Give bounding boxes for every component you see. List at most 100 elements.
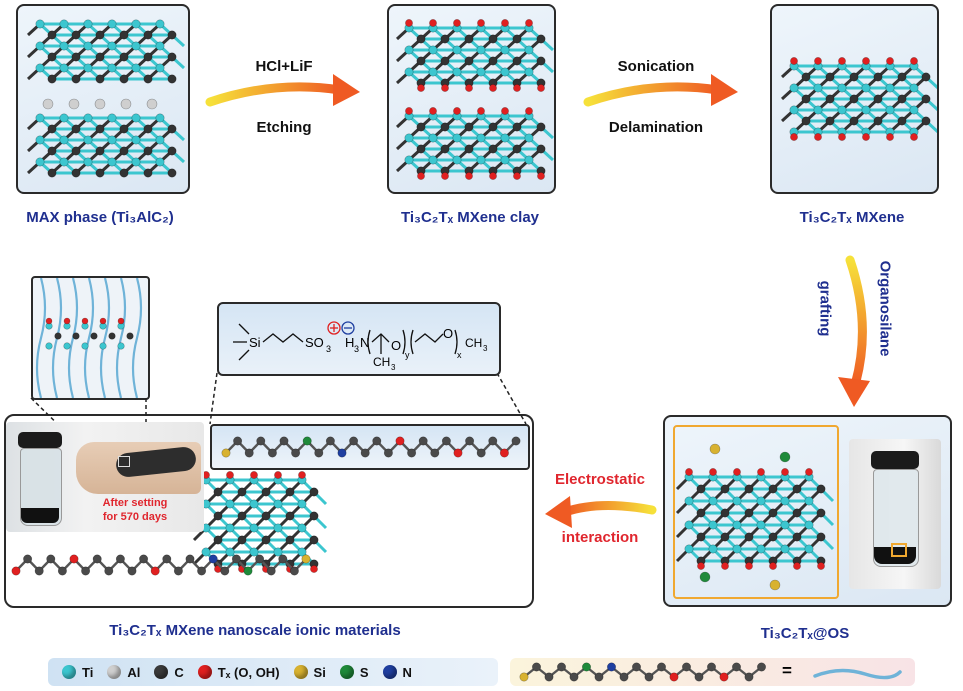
nim-caption: Ti₃C₂Tₓ MXene nanoscale ionic materials <box>109 622 401 639</box>
carbon-atom <box>143 52 153 62</box>
titanium-atom <box>708 544 718 554</box>
chain-atom <box>511 436 521 446</box>
legend-item: C <box>154 664 184 680</box>
chain-atom <box>519 672 529 682</box>
carbon-atom <box>792 532 802 542</box>
titanium-atom <box>708 496 718 506</box>
chain-atom <box>619 672 629 682</box>
inset-atom <box>117 342 125 350</box>
legend-swatch-icon <box>382 665 397 679</box>
titanium-atom <box>107 63 117 73</box>
oxygen-atom <box>465 172 473 180</box>
chain-atom <box>607 662 617 672</box>
chain-atom <box>476 448 486 458</box>
titanium-atom <box>131 19 141 29</box>
chain-atom <box>162 554 172 564</box>
chain-atom <box>233 436 243 446</box>
photo-note-line1: After setting <box>102 497 168 509</box>
titanium-atom <box>201 547 211 557</box>
oxygen-atom <box>525 107 533 115</box>
inset-oxygen-atom <box>45 317 53 325</box>
carbon-atom <box>873 94 883 104</box>
chain-atom <box>395 436 405 446</box>
chain-atom <box>208 554 218 564</box>
inset-atom <box>63 342 71 350</box>
chain-atom <box>325 436 335 446</box>
oxygen-atom <box>805 468 813 476</box>
titanium-atom <box>249 547 259 557</box>
carbon-atom <box>237 511 247 521</box>
titanium-atom <box>524 155 534 165</box>
oxygen-atom <box>537 172 545 180</box>
chemical-formula: Si SO 3 H 3 N CH 3 O y O x CH 3 <box>233 321 488 372</box>
aluminum-atom <box>94 98 106 110</box>
titanium-atom <box>297 547 307 557</box>
carbon-atom <box>792 508 802 518</box>
chain-legend-graphic <box>519 662 767 682</box>
titanium-atom <box>428 45 438 55</box>
titanium-atom <box>131 113 141 123</box>
titanium-atom <box>404 133 414 143</box>
interaction-label: interaction <box>561 529 639 546</box>
oxygen-atom <box>910 133 918 141</box>
carbon-atom <box>897 94 907 104</box>
legend-swatch-icon <box>154 665 169 679</box>
titanium-atom <box>732 496 742 506</box>
carbon-atom <box>71 146 81 156</box>
carbon-atom <box>119 168 129 178</box>
carbon-atom <box>119 30 129 40</box>
titanium-atom <box>297 499 307 509</box>
oxygen-atom <box>429 107 437 115</box>
carbon-atom <box>71 52 81 62</box>
inset-atom <box>45 342 53 350</box>
chain-atom <box>488 436 498 446</box>
oxygen-atom <box>477 107 485 115</box>
chain-atom <box>499 448 509 458</box>
nim-mxene-structure <box>192 471 328 573</box>
titanium-atom <box>273 547 283 557</box>
carbon-atom <box>167 74 177 84</box>
sulfur-atom <box>779 451 791 463</box>
titanium-atom <box>885 105 895 115</box>
nim-vial-cap <box>18 432 62 448</box>
carbon-atom <box>488 122 498 132</box>
inset-oxygen-atom <box>81 317 89 325</box>
titanium-atom <box>83 113 93 123</box>
chain-atom <box>337 448 347 458</box>
nim-vial-photo <box>6 422 204 532</box>
chain-atom <box>267 448 277 458</box>
oxygen-atom <box>745 562 753 570</box>
oxygen-atom <box>838 133 846 141</box>
mxene-caption: Ti₃C₂Tₓ MXene <box>799 209 905 226</box>
titanium-atom <box>83 135 93 145</box>
chain-atom <box>744 672 754 682</box>
oxygen-atom <box>274 471 282 479</box>
mxene-panel <box>770 4 939 194</box>
vial-cap <box>871 451 919 469</box>
carbon-atom <box>696 532 706 542</box>
formula-so3-sub: 3 <box>326 344 331 354</box>
titanium-atom <box>732 520 742 530</box>
chain-wave-symbol <box>813 668 902 680</box>
titanium-atom <box>780 520 790 530</box>
carbon-atom <box>536 34 546 44</box>
titanium-atom <box>155 157 165 167</box>
aluminum-atom <box>68 98 80 110</box>
carbon-atom <box>825 94 835 104</box>
legend-label: C <box>174 664 184 680</box>
titanium-atom <box>861 105 871 115</box>
carbon-atom <box>464 144 474 154</box>
titanium-atom <box>35 113 45 123</box>
oxygen-atom <box>513 84 521 92</box>
chain-atom <box>418 436 428 446</box>
titanium-atom <box>780 496 790 506</box>
titanium-atom <box>35 41 45 51</box>
titanium-atom <box>909 105 919 115</box>
formula-si: Si <box>249 335 261 350</box>
chain-atom <box>732 662 742 672</box>
etching-arrow <box>205 74 360 107</box>
delamination-arrow <box>583 74 738 107</box>
oxygen-atom <box>709 468 717 476</box>
formula-so3: SO <box>305 335 324 350</box>
carbon-atom <box>873 116 883 126</box>
